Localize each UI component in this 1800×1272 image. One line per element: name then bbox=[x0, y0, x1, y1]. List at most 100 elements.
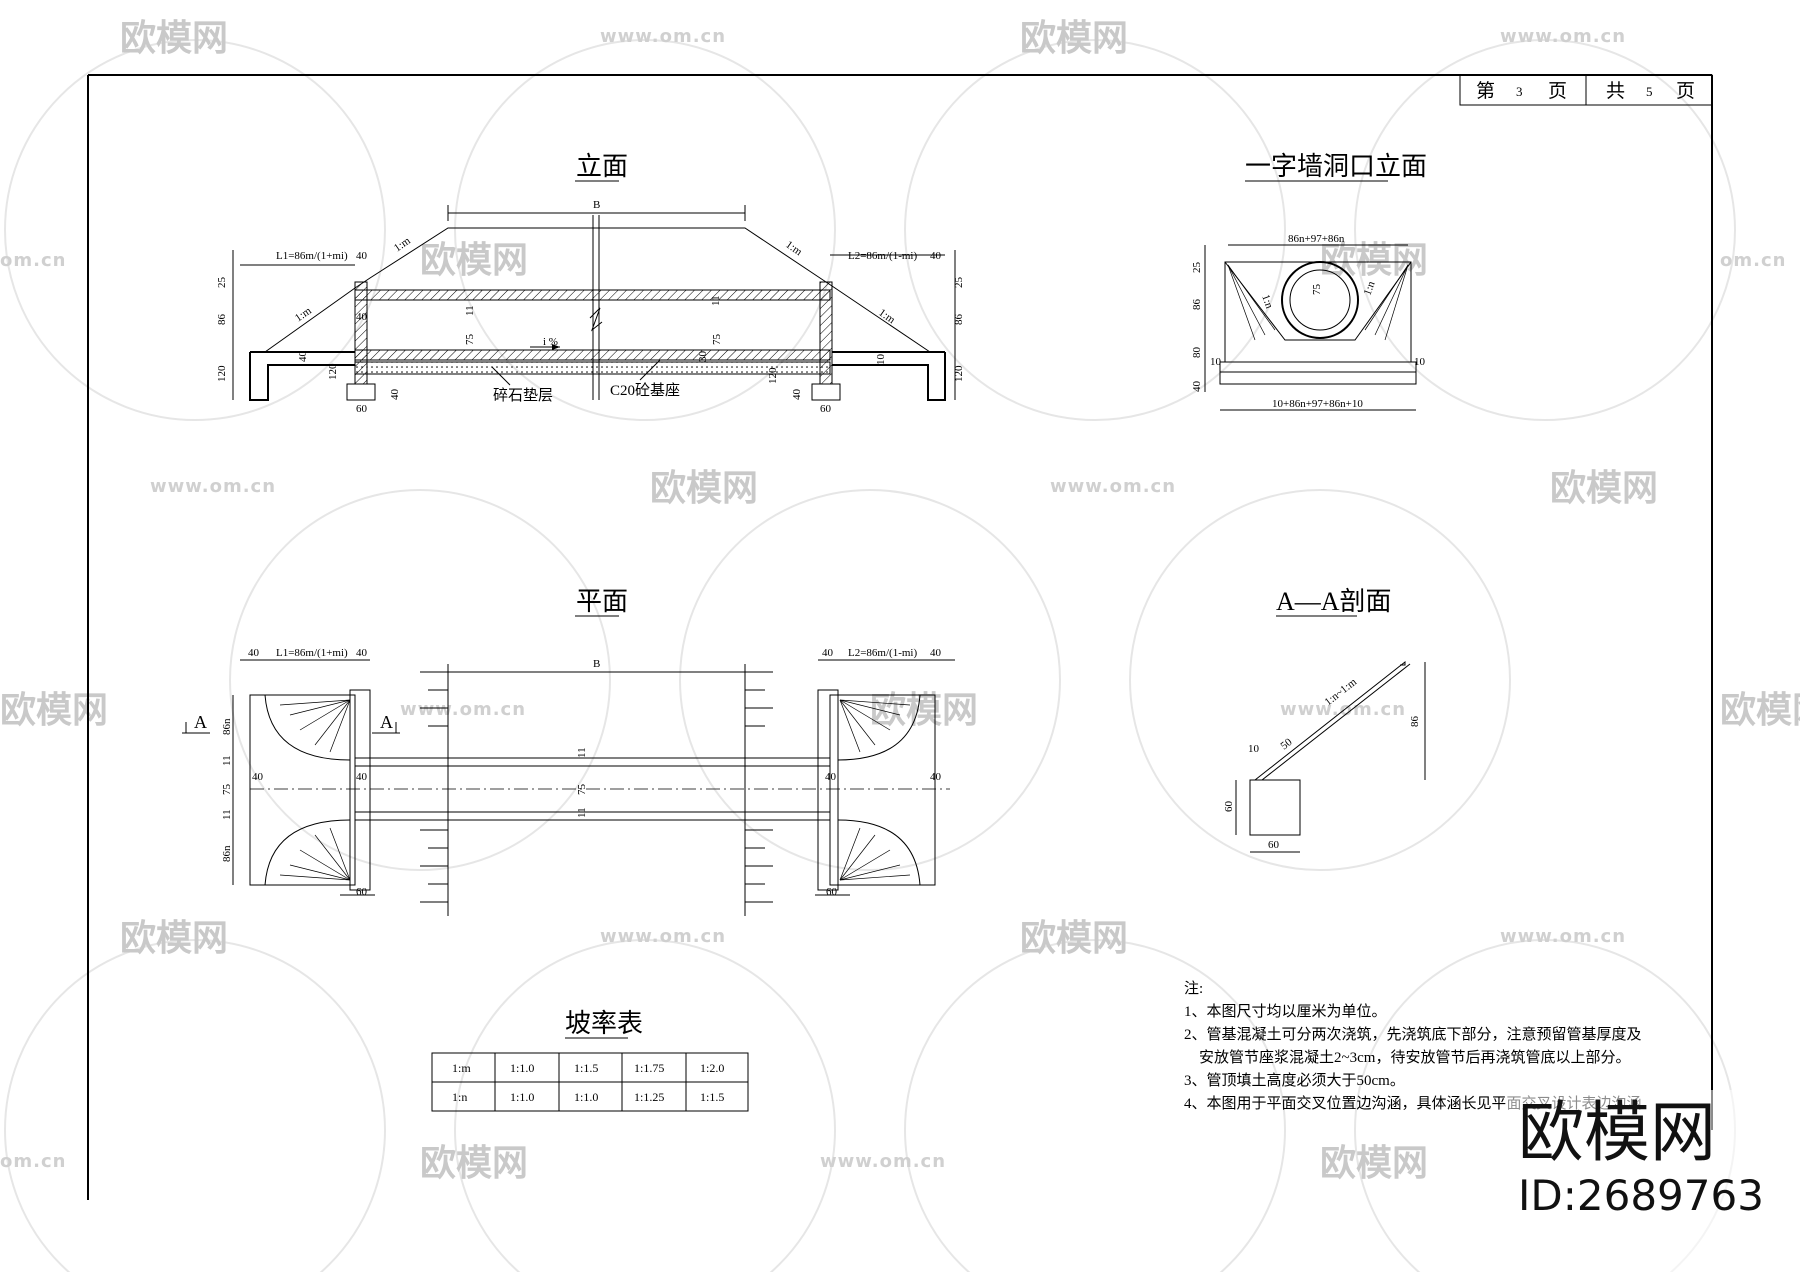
elev-dim-86-right: 86 bbox=[953, 314, 965, 326]
page-total: 5 bbox=[1646, 84, 1653, 99]
watermark-url: om.cn bbox=[0, 1151, 66, 1172]
plan-dim-75-mid: 75 bbox=[576, 784, 588, 796]
elev-dim-120-mid: 120 bbox=[327, 363, 339, 380]
elev-dim-40-vert: 40 bbox=[297, 351, 309, 363]
watermark-url: www.om.cn bbox=[820, 1151, 946, 1172]
portal-bottom-dim: 10+86n+97+86n+10 bbox=[1272, 398, 1363, 410]
watermark-url: www.om.cn bbox=[1500, 926, 1626, 947]
section-view: A—A剖面 1:n~1:m 10 50 86 60 60 bbox=[1223, 587, 1426, 853]
elev-dim-75-right: 75 bbox=[711, 334, 723, 346]
table-cell: 1:n bbox=[452, 1090, 467, 1104]
elevation-view: 立面 B 1:m 1:m 1:m 1:m 25 86 120 bbox=[216, 152, 965, 415]
watermark-url: om.cn bbox=[1720, 250, 1786, 271]
elev-dim-40-bot-r: 40 bbox=[791, 389, 803, 401]
plan-view: 平面 B bbox=[182, 587, 955, 916]
portal-dim-10-left: 10 bbox=[1210, 356, 1222, 368]
table-cell: 1:1.5 bbox=[700, 1090, 724, 1104]
watermark-brand: 欧模网 bbox=[1320, 1143, 1428, 1184]
watermark-brand: 欧模网 bbox=[1720, 690, 1800, 731]
elev-dim-120-right: 120 bbox=[953, 365, 965, 382]
brand-watermark: 欧模网 ID:2689763 bbox=[1505, 1090, 1800, 1272]
plan-dim-40-f: 40 bbox=[356, 771, 368, 783]
plan-dim-40-d: 40 bbox=[930, 647, 942, 659]
elev-slope-left-low: 1:m bbox=[293, 305, 314, 325]
plan-dim-11-mid: 11 bbox=[576, 747, 588, 758]
table-cell: 1:2.0 bbox=[700, 1061, 724, 1075]
total-label-gong: 共 bbox=[1606, 80, 1625, 102]
portal-elevation-view: 一字墙洞口立面 86n+97+86n 75 1:n 1:n 10+86n+97+… bbox=[1191, 152, 1427, 411]
table-cell: 1:1.5 bbox=[574, 1061, 598, 1075]
elev-dim-75-left: 75 bbox=[464, 334, 476, 346]
portal-dim-10-right: 10 bbox=[1414, 356, 1426, 368]
watermark-brand: 欧模网 bbox=[420, 1143, 528, 1184]
section-mark-right: A bbox=[380, 712, 393, 732]
elev-dim-60-left: 60 bbox=[356, 403, 368, 415]
plan-title: 平面 bbox=[576, 587, 628, 616]
watermark-url: www.om.cn bbox=[150, 476, 276, 497]
elev-dim-B: B bbox=[593, 199, 600, 211]
page-number-box: 第 3 页 共 5 页 bbox=[1459, 74, 1713, 106]
portal-slope-right: 1:n bbox=[1362, 279, 1378, 297]
portal-dim-75: 75 bbox=[1311, 284, 1323, 296]
portal-slope-left: 1:n bbox=[1259, 293, 1275, 311]
plan-dim-40-c: 40 bbox=[822, 647, 834, 659]
plan-L1: L1=86m/(1+mi) bbox=[276, 647, 348, 659]
plan-dim-40-b: 40 bbox=[356, 647, 368, 659]
portal-title: 一字墙洞口立面 bbox=[1245, 152, 1427, 181]
elev-dim-11: 11 bbox=[464, 305, 476, 316]
plan-dim-40-g: 40 bbox=[825, 771, 837, 783]
elev-dim-40-l: 40 bbox=[356, 250, 368, 262]
watermark-brand: 欧模网 bbox=[120, 918, 228, 959]
notes-heading: 注: bbox=[1184, 980, 1203, 997]
section-dim-10: 10 bbox=[1248, 743, 1260, 755]
watermark-url: www.om.cn bbox=[1050, 476, 1176, 497]
portal-dim-80: 80 bbox=[1191, 347, 1203, 359]
elev-dim-30: 30 bbox=[697, 351, 709, 363]
elev-dim-86-left: 86 bbox=[216, 314, 228, 326]
watermark-brand: 欧模网 bbox=[1550, 468, 1658, 509]
watermark-url: www.om.cn bbox=[1280, 699, 1406, 720]
page-label-di: 第 bbox=[1476, 80, 1495, 102]
elev-dim-40-r: 40 bbox=[930, 250, 942, 262]
watermark-url: www.om.cn bbox=[1500, 26, 1626, 47]
plan-L2: L2=86m/(1-mi) bbox=[848, 647, 917, 659]
watermark-brand: 欧模网 bbox=[420, 240, 528, 281]
plan-dim-40-h: 40 bbox=[930, 771, 942, 783]
elev-L1: L1=86m/(1+mi) bbox=[276, 250, 348, 262]
elev-slope-left-top: 1:m bbox=[392, 235, 413, 255]
plan-dim-40-a: 40 bbox=[248, 647, 260, 659]
brand-id: ID:2689763 bbox=[1518, 1171, 1764, 1220]
watermark-brand: 欧模网 bbox=[870, 690, 978, 731]
slope-table-row: 1:m 1:1.0 1:1.5 1:1.75 1:2.0 bbox=[452, 1061, 724, 1075]
elev-dim-11-right: 11 bbox=[710, 295, 722, 306]
watermark-brand: 欧模网 bbox=[120, 18, 228, 59]
section-dim-60-h: 60 bbox=[1268, 839, 1280, 851]
section-title: A—A剖面 bbox=[1276, 587, 1392, 616]
watermark-brand: 欧模网 bbox=[650, 468, 758, 509]
plan-dim-60-right: 60 bbox=[826, 886, 838, 898]
watermark-url: om.cn bbox=[0, 250, 66, 271]
plan-dim-B: B bbox=[593, 658, 600, 670]
elev-c20-label: C20砼基座 bbox=[610, 382, 680, 399]
slope-table-title: 坡率表 bbox=[565, 1009, 643, 1038]
table-cell: 1:1.0 bbox=[510, 1090, 534, 1104]
table-cell: 1:m bbox=[452, 1061, 471, 1075]
page-current: 3 bbox=[1516, 84, 1523, 99]
elev-slope-right-low: 1:m bbox=[876, 307, 897, 327]
plan-dim-86n-top: 86n bbox=[221, 718, 233, 735]
watermark-brand: 欧模网 bbox=[1020, 18, 1128, 59]
elev-dim-25-left: 25 bbox=[216, 277, 228, 289]
table-cell: 1:1.75 bbox=[634, 1061, 664, 1075]
watermark-url: www.om.cn bbox=[600, 926, 726, 947]
elev-dim-40-l2: 40 bbox=[356, 311, 368, 323]
elev-dim-120-left: 120 bbox=[216, 365, 228, 382]
watermark-texts: 欧模网 www.om.cn 欧模网 www.om.cn 欧模网 om.cn 欧模… bbox=[0, 18, 1800, 1184]
table-cell: 1:1.0 bbox=[510, 1061, 534, 1075]
plan-dim-11-mid2: 11 bbox=[576, 807, 588, 818]
elevation-title: 立面 bbox=[576, 152, 628, 181]
watermark-brand: 欧模网 bbox=[1020, 918, 1128, 959]
elev-L2: L2=86m/(1-mi) bbox=[848, 250, 917, 262]
table-cell: 1:1.25 bbox=[634, 1090, 664, 1104]
brand-logo-text: 欧模网 bbox=[1518, 1094, 1716, 1171]
